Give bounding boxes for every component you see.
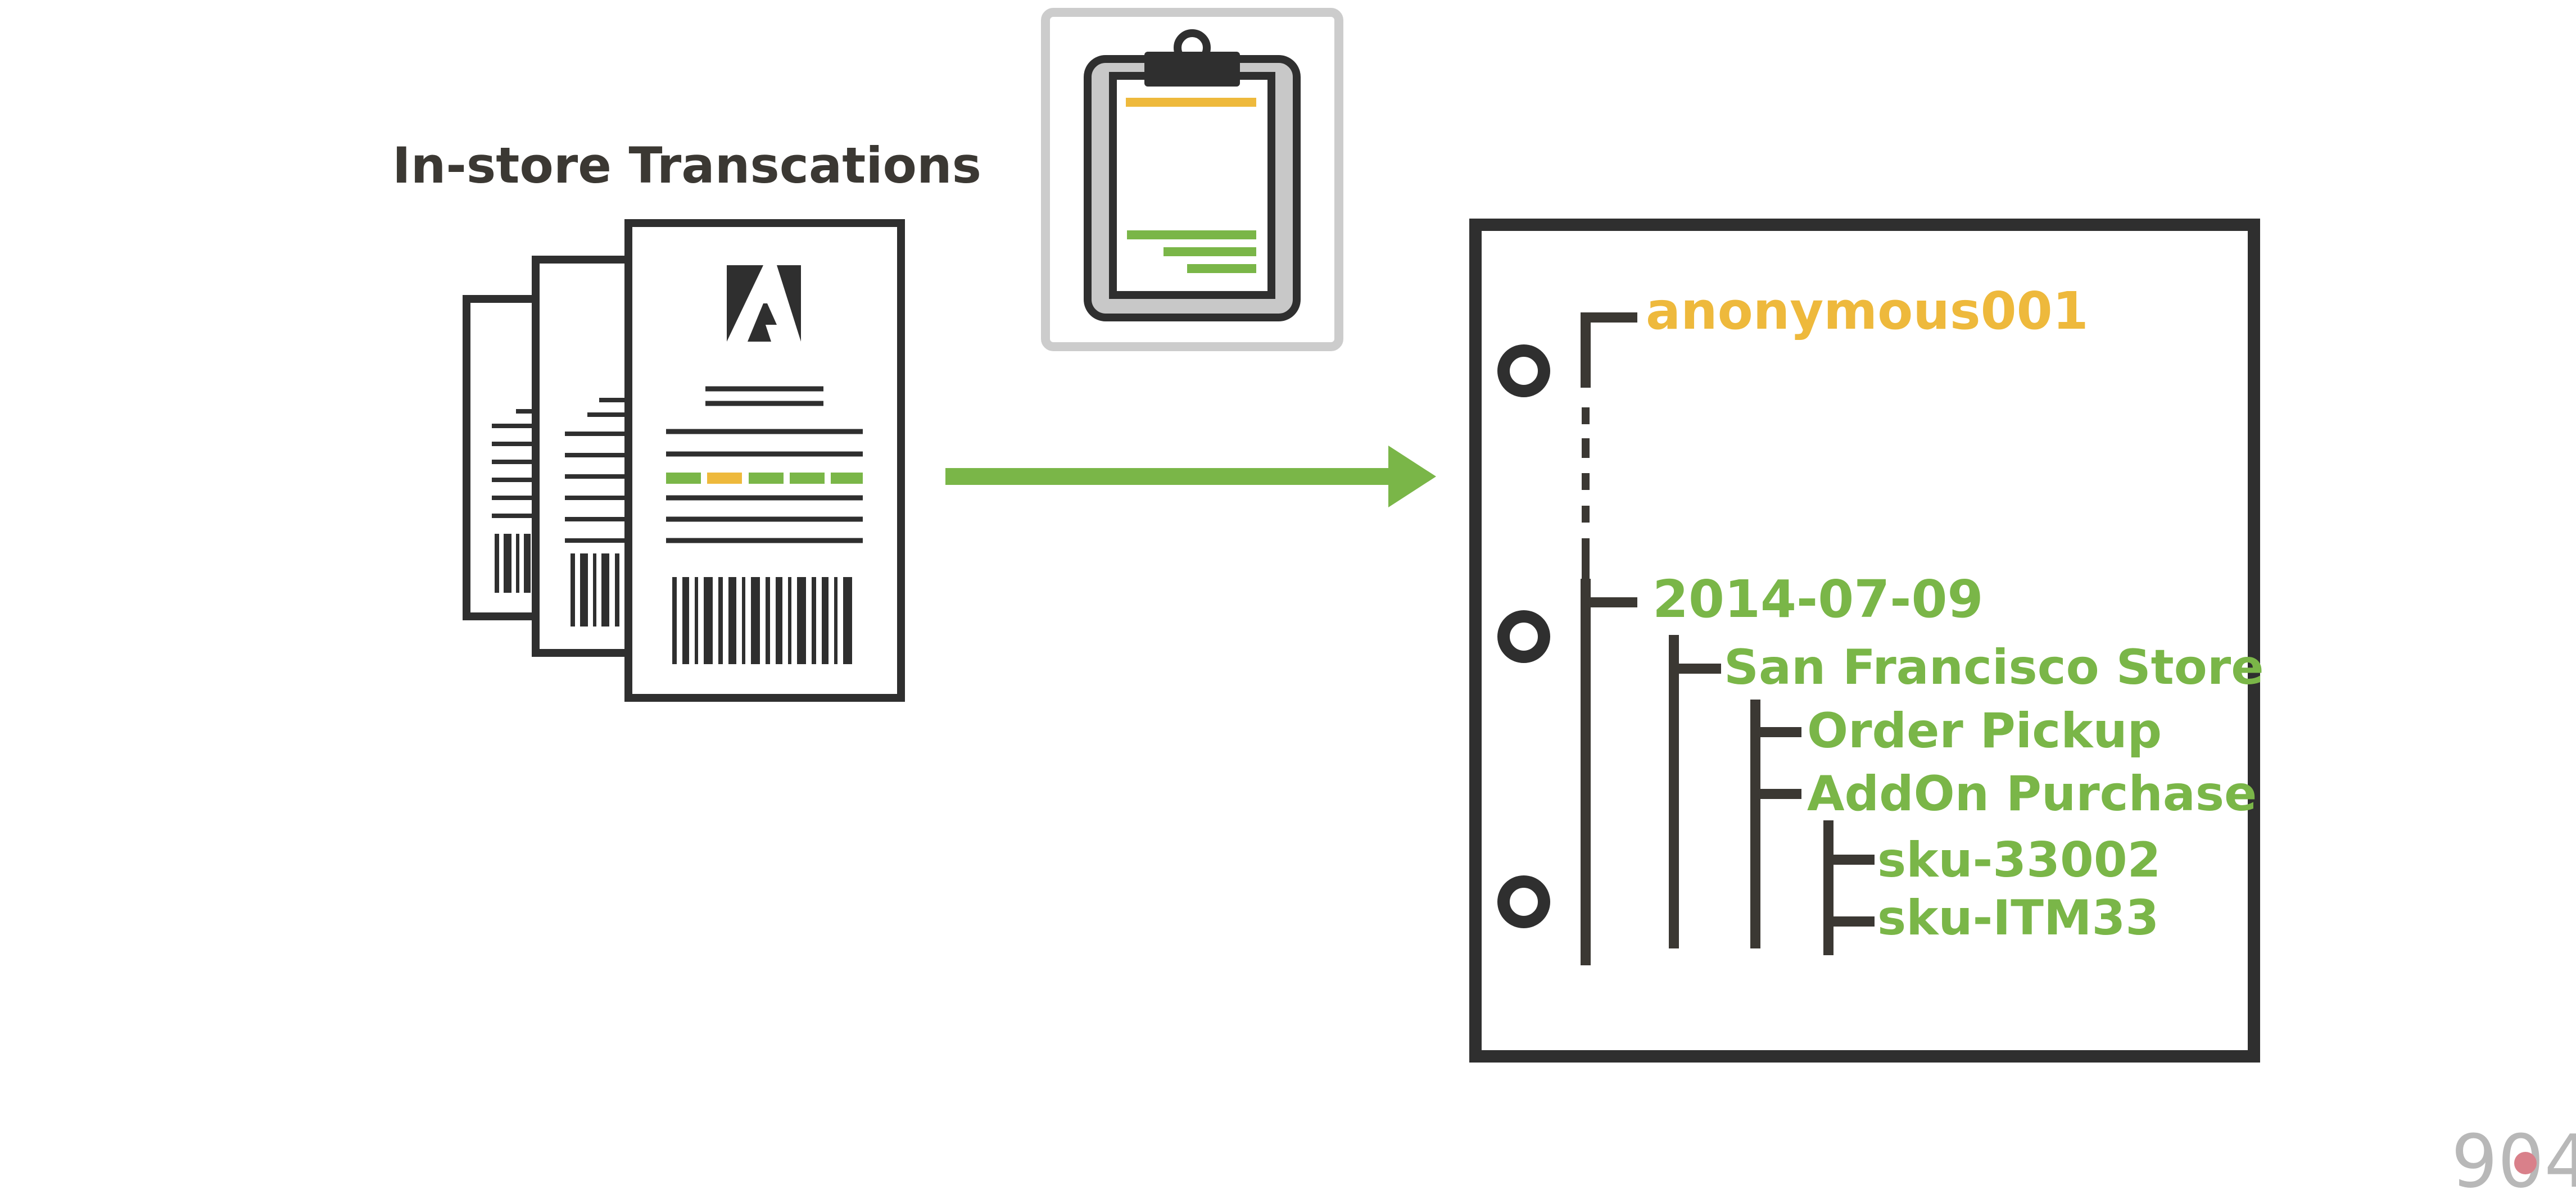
arrow-right-icon xyxy=(945,446,1436,507)
barcode-icon xyxy=(571,553,619,626)
binder-ring-icon xyxy=(1497,344,1550,928)
notebook: anonymous001 2014-07-09 San Francisco St… xyxy=(1469,219,2264,1063)
watermark: 904 xyxy=(2451,1119,2576,1194)
watermark-dot xyxy=(2514,1152,2537,1174)
node-date: 2014-07-09 xyxy=(1653,569,1983,629)
tree-connectors xyxy=(1581,312,1875,965)
barcode-icon xyxy=(495,534,531,593)
watermark-text: 904 xyxy=(2451,1119,2576,1194)
receipt-front xyxy=(624,219,905,702)
node-sku-itm33: sku-ITM33 xyxy=(1877,890,2159,946)
barcode-icon xyxy=(672,577,852,664)
node-store: San Francisco Store xyxy=(1724,639,2264,696)
receipts-group: In-store Transcations xyxy=(392,137,981,702)
receipts-title: In-store Transcations xyxy=(392,137,981,194)
node-sku-33002: sku-33002 xyxy=(1877,832,2161,888)
node-addon-purchase: AddOn Purchase xyxy=(1807,766,2257,822)
adobe-logo-icon xyxy=(727,265,801,342)
clipboard-icon xyxy=(1041,8,1343,351)
node-user-id: anonymous001 xyxy=(1646,281,2089,341)
node-order-pickup: Order Pickup xyxy=(1807,703,2162,759)
